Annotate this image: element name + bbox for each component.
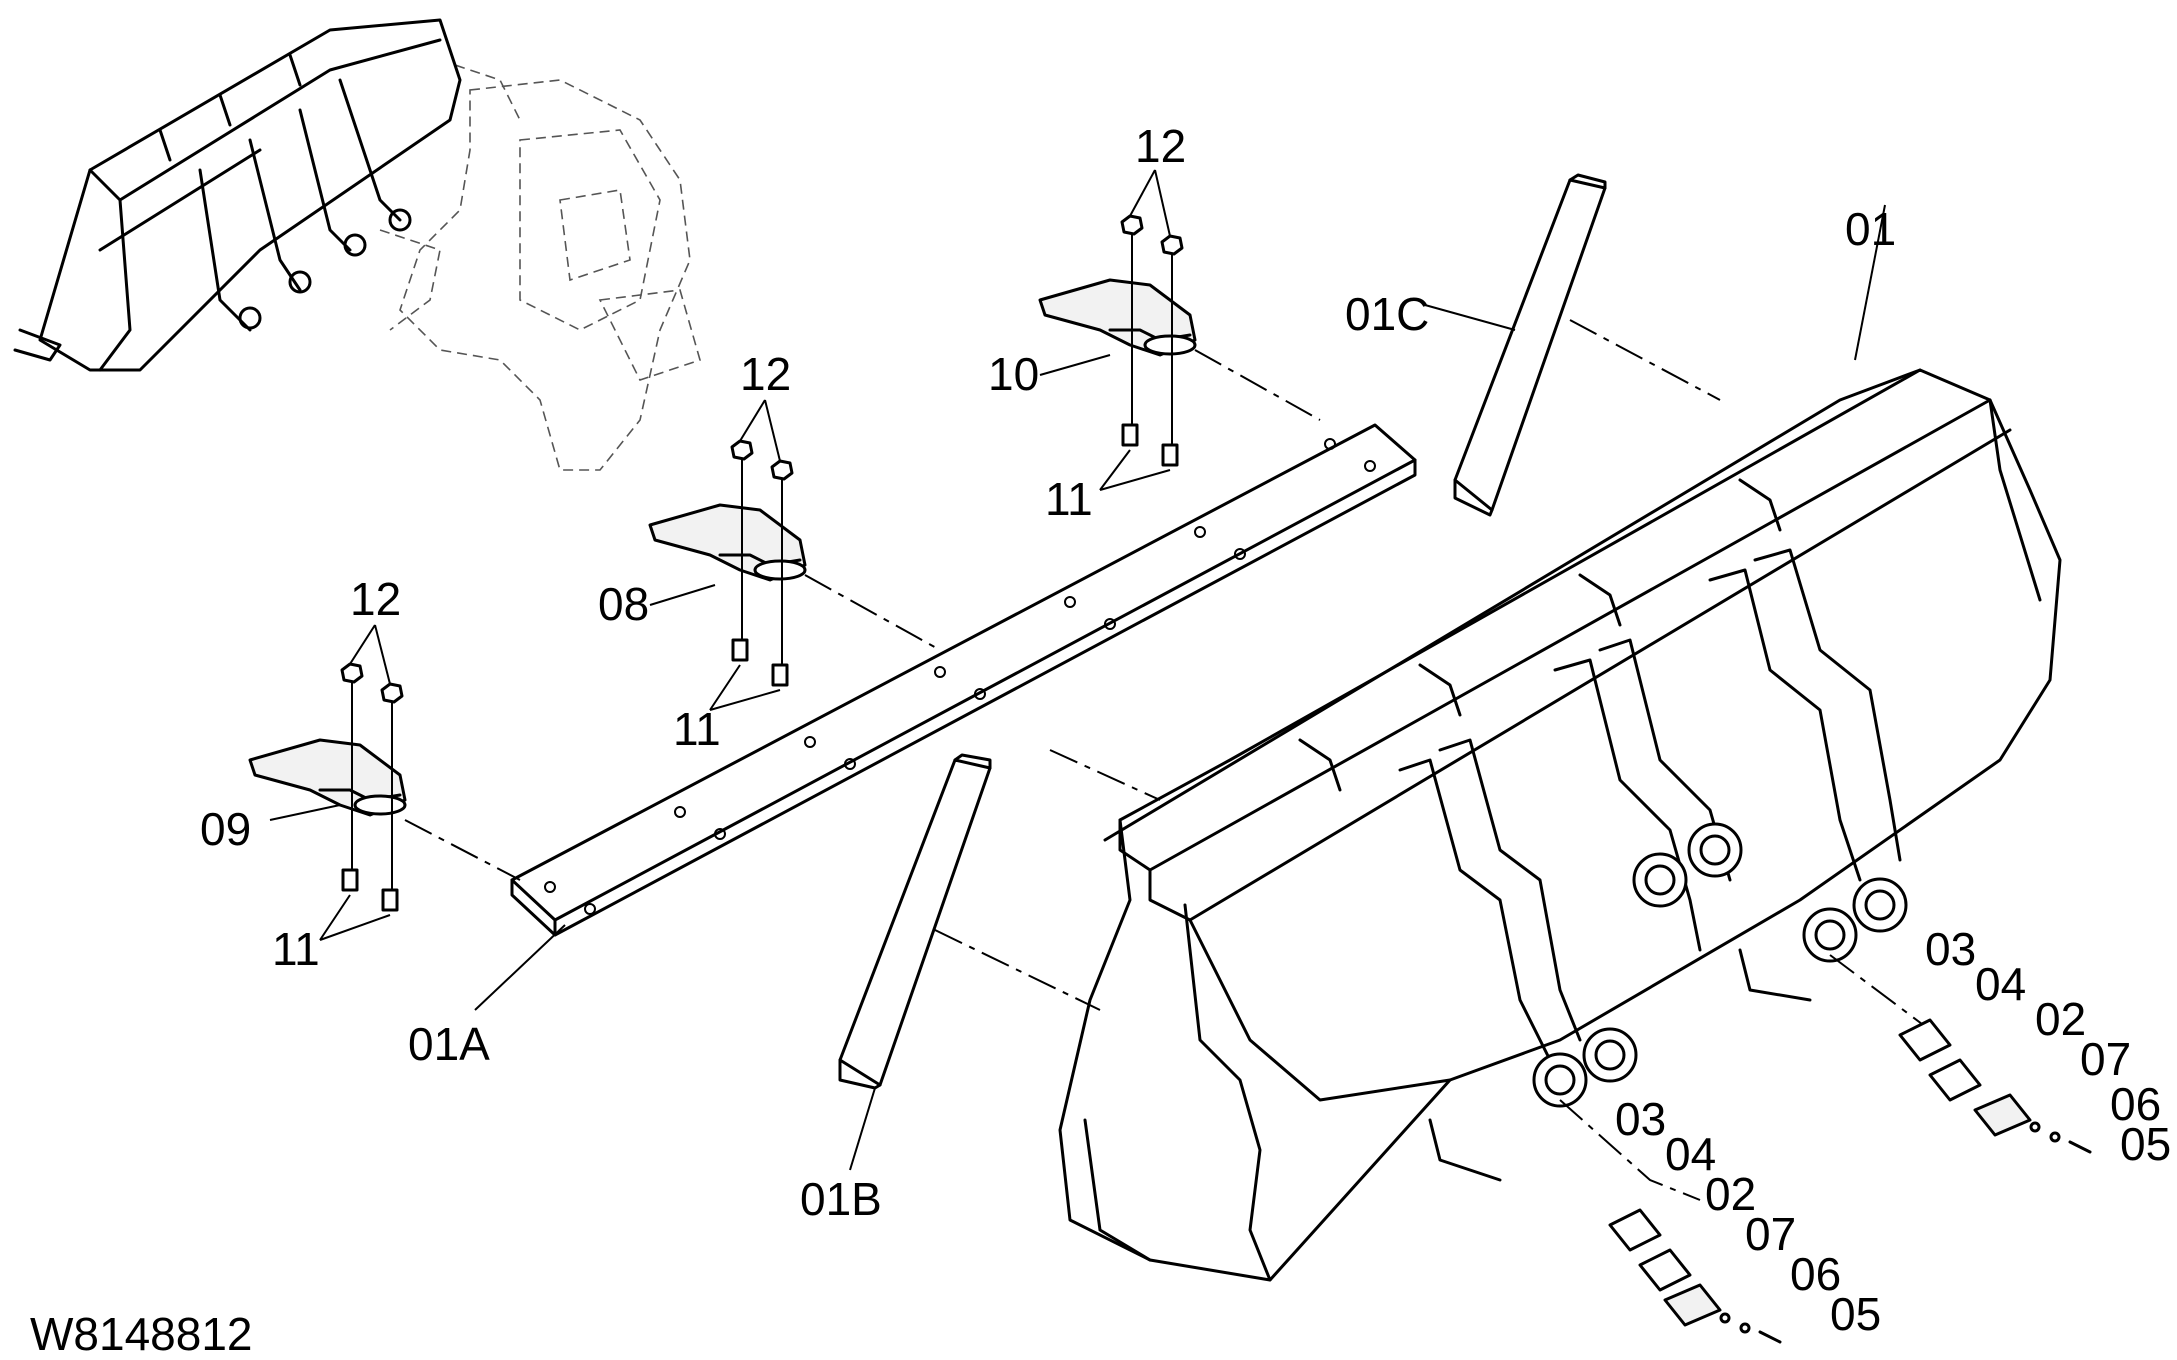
wear-plate-set-upper [1898, 1018, 2092, 1154]
label-07-upper: 07 [2080, 1033, 2131, 1085]
wear-plate-set-lower [1608, 1208, 1782, 1344]
label-12-a: 12 [350, 573, 401, 625]
label-01a: 01A [408, 1018, 490, 1070]
side-cutter-01b [838, 753, 992, 1090]
label-02-lower: 02 [1705, 1168, 1756, 1220]
label-11-a: 11 [272, 923, 320, 975]
drawing-id: W8148812 [30, 1308, 253, 1360]
label-04-upper: 04 [1975, 958, 2026, 1010]
label-01c: 01C [1345, 288, 1429, 340]
label-11-c: 11 [1045, 473, 1093, 525]
side-cutter-01c [1453, 173, 1607, 517]
label-09: 09 [200, 803, 251, 855]
label-05-lower: 05 [1830, 1288, 1881, 1340]
label-12-b: 12 [740, 348, 791, 400]
bucket-01 [1058, 368, 2062, 1282]
label-06-upper: 06 [2110, 1078, 2161, 1130]
tooth-adapter-09 [248, 738, 407, 817]
label-12-c: 12 [1135, 120, 1186, 172]
tooth-adapter-10 [1038, 278, 1197, 357]
label-04-lower: 04 [1665, 1128, 1716, 1180]
label-05-upper: 05 [2120, 1118, 2171, 1170]
label-01b: 01B [800, 1173, 882, 1225]
label-03-lower: 03 [1615, 1093, 1666, 1145]
label-03-upper: 03 [1925, 923, 1976, 975]
tooth-adapter-08 [648, 503, 807, 582]
label-08: 08 [598, 578, 649, 630]
label-07-lower: 07 [1745, 1208, 1796, 1260]
leader-lines [269, 169, 1886, 1171]
alignment-lines [351, 234, 1931, 1201]
label-02-upper: 02 [2035, 993, 2086, 1045]
label-01: 01 [1845, 203, 1896, 255]
label-06-lower: 06 [1790, 1248, 1841, 1300]
label-10: 10 [988, 348, 1039, 400]
machine-overview-inset [13, 18, 701, 471]
label-11-b: 11 [673, 703, 721, 755]
